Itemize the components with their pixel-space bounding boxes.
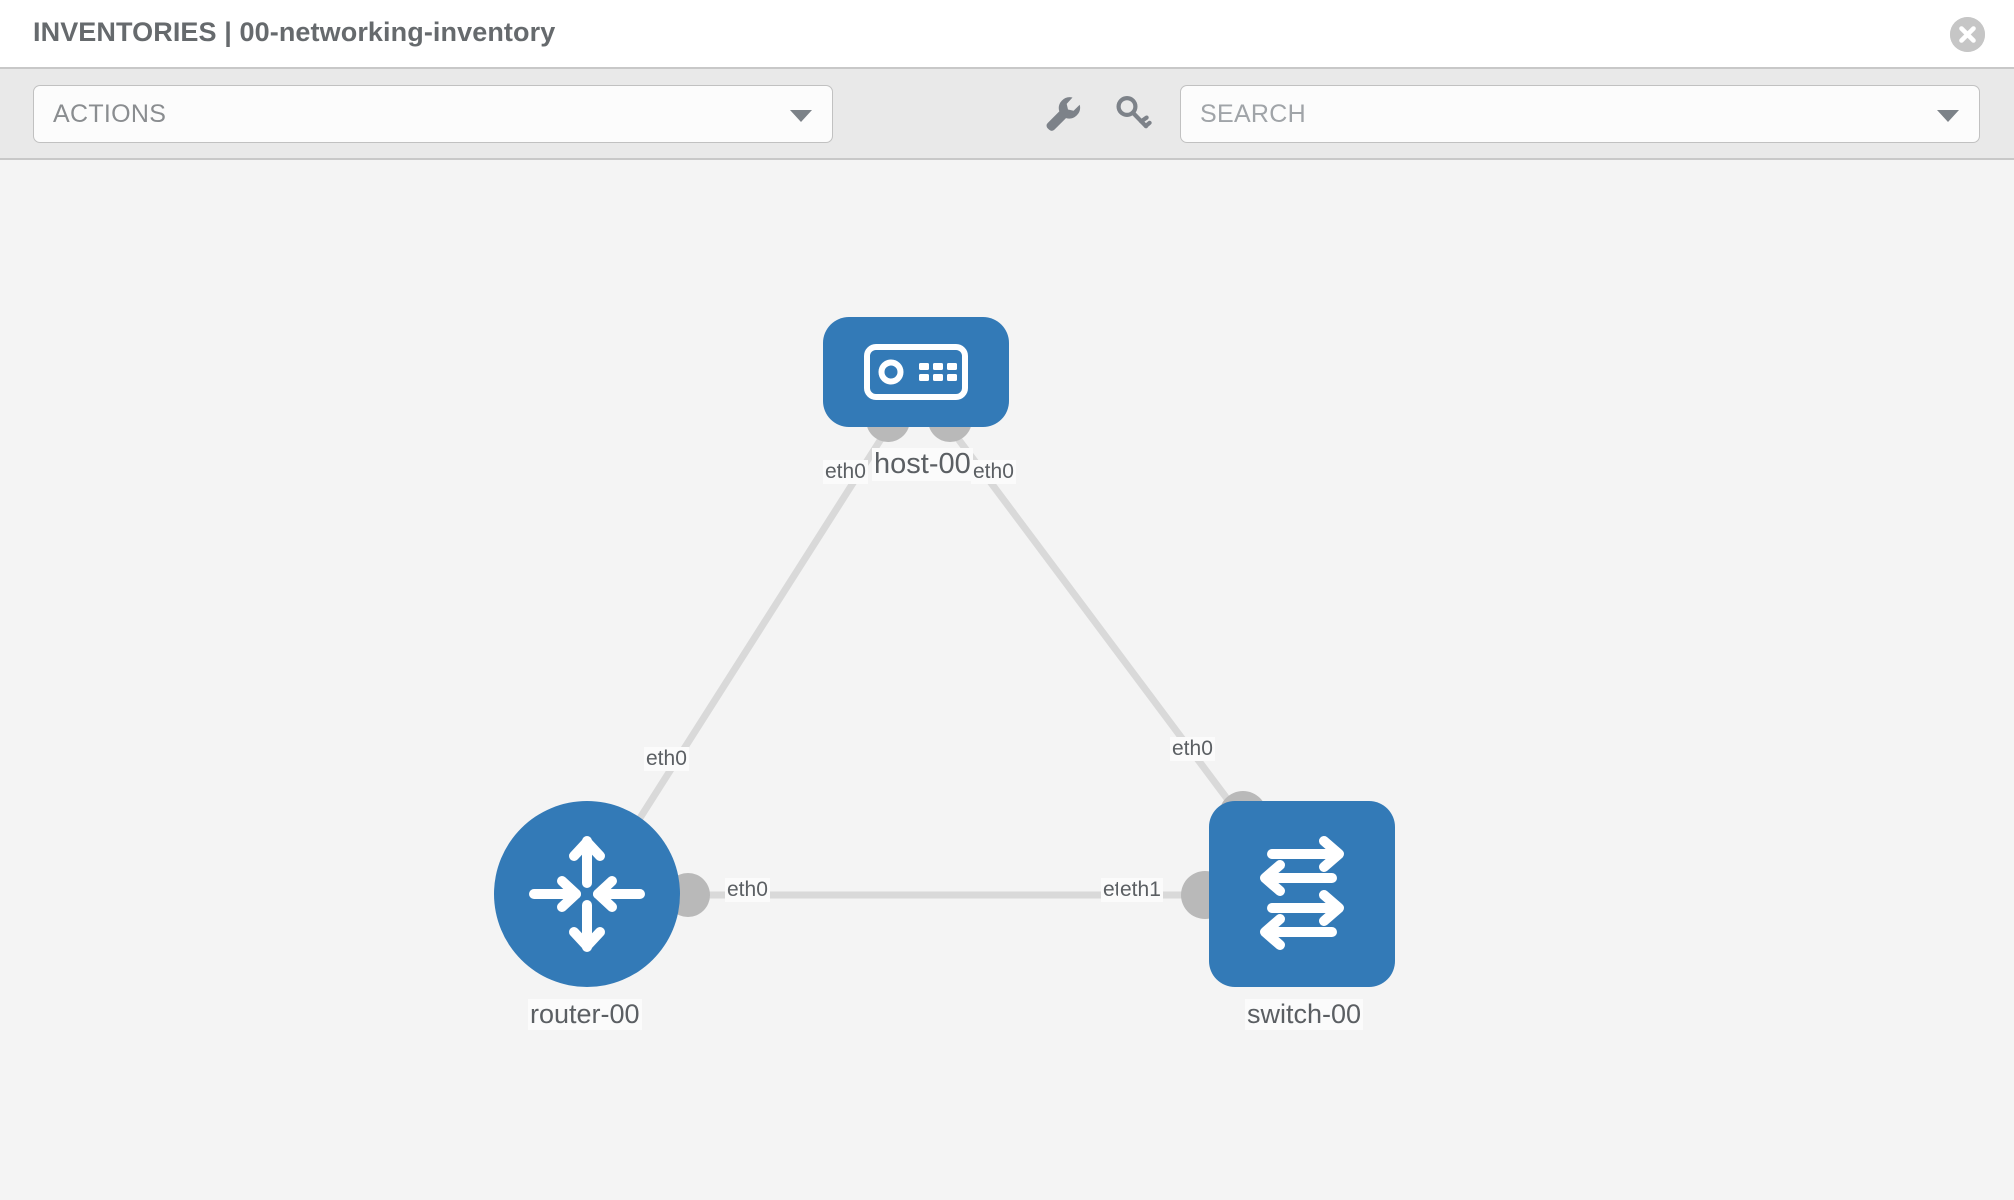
link-host-router	[622, 424, 892, 844]
close-icon[interactable]	[1950, 17, 1985, 52]
actions-dropdown-label: ACTIONS	[53, 100, 167, 128]
search-placeholder: SEARCH	[1200, 100, 1306, 128]
topology-links-layer	[622, 398, 1267, 919]
topology-canvas[interactable]: host-00 router-00 switch-00 eth0 eth0 et…	[0, 160, 2014, 1200]
actions-dropdown[interactable]: ACTIONS	[33, 85, 833, 143]
chevron-down-icon[interactable]	[1937, 110, 1959, 122]
interface-handles	[666, 398, 1267, 919]
wrench-icon[interactable]	[1040, 91, 1086, 137]
topology-node-switch-00[interactable]	[1209, 801, 1395, 987]
server-icon	[864, 344, 968, 400]
topology-node-router-00[interactable]	[494, 801, 680, 987]
toolbar: ACTIONS SEARCH	[0, 69, 2014, 160]
title-bar: INVENTORIES | 00-networking-inventory	[0, 0, 2014, 69]
key-icon[interactable]	[1110, 91, 1156, 137]
switch-arrows-icon	[1260, 836, 1344, 950]
topology-node-host-00[interactable]	[823, 317, 1009, 427]
search-input[interactable]: SEARCH	[1180, 85, 1980, 143]
router-arrows-icon	[529, 836, 645, 952]
page-title: INVENTORIES | 00-networking-inventory	[33, 17, 556, 47]
link-host-switch	[946, 424, 1247, 824]
chevron-down-icon	[790, 110, 812, 122]
